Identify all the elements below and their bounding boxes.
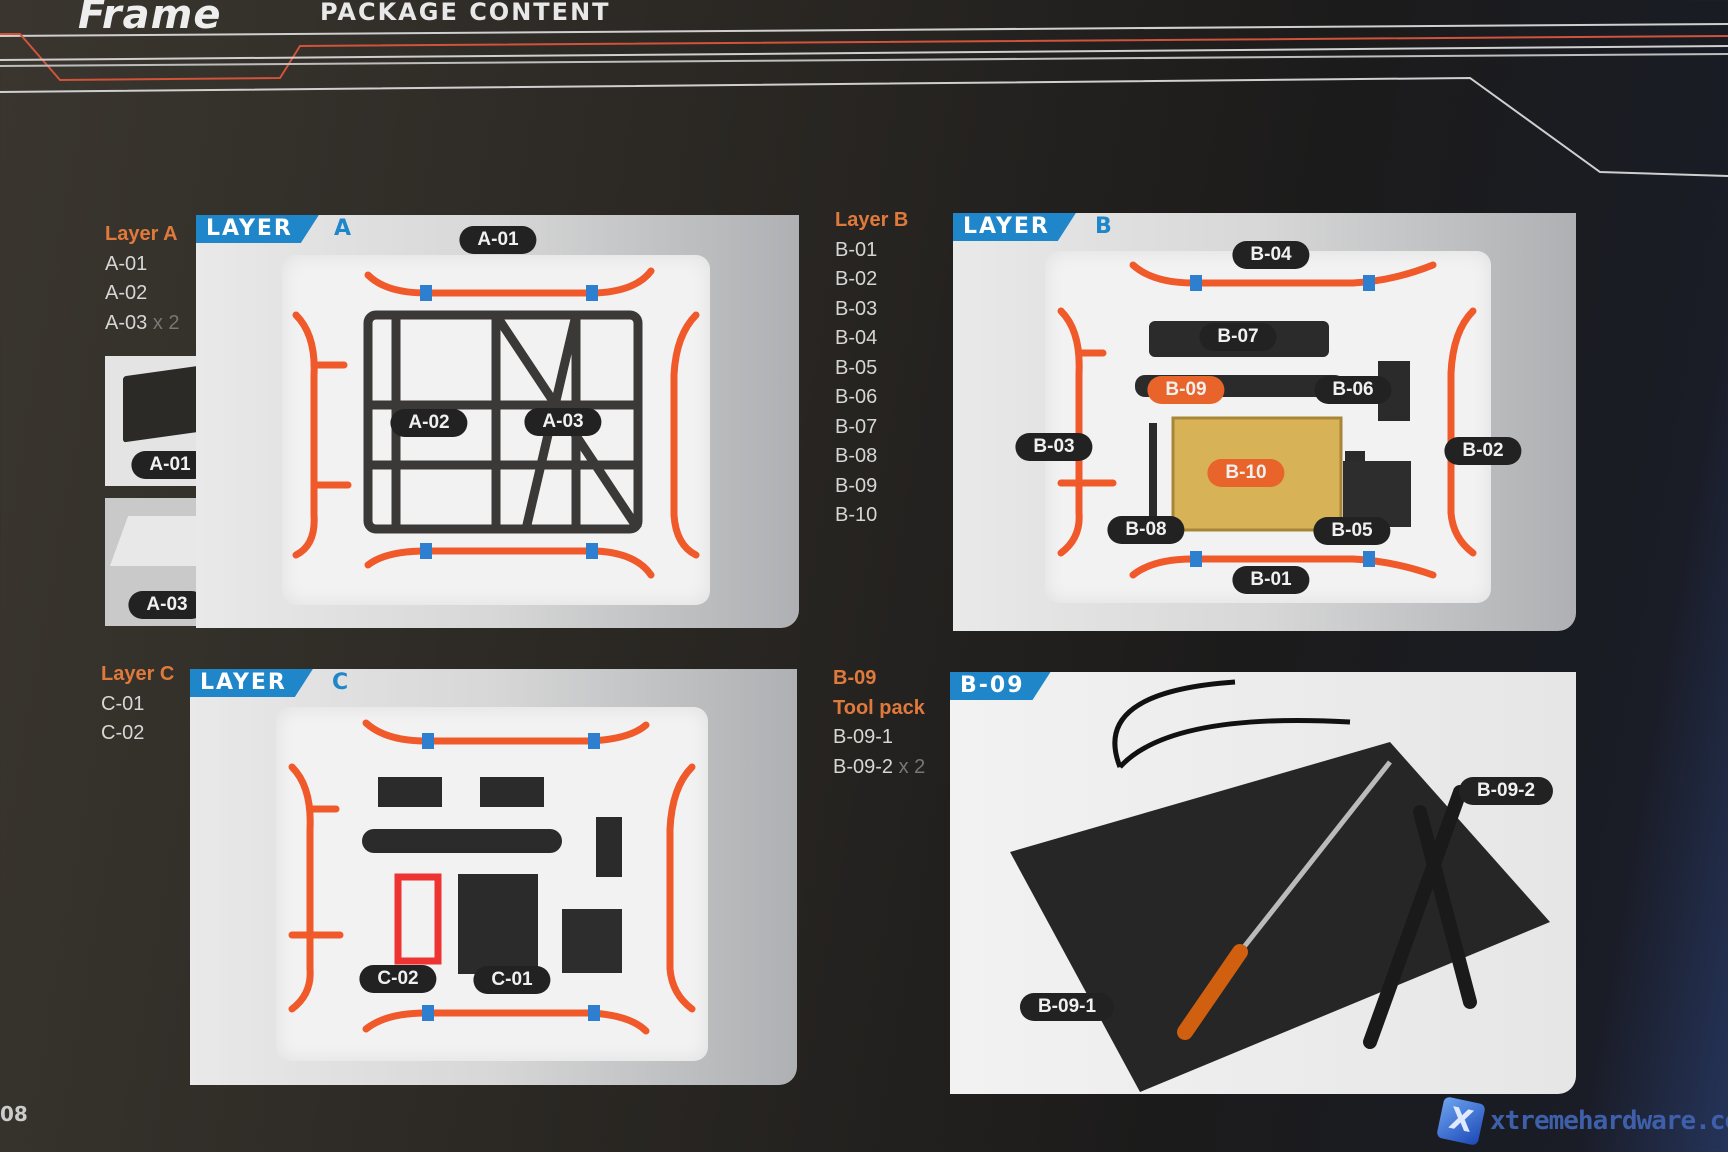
list-item: B-07 <box>835 415 878 438</box>
list-item: B-02 <box>835 268 878 290</box>
layer-a-tag-letter: A <box>334 216 352 241</box>
label-b09-1: B-09-1 <box>1019 993 1115 1021</box>
label-a01: A-01 <box>459 226 537 254</box>
list-item: B-09 <box>835 474 878 497</box>
label-a01-thumb: A-01 <box>131 451 209 479</box>
label-b05: B-05 <box>1313 517 1391 545</box>
tool-pack-list: B-09 Tool pack B-09-1 B-09-2 x 2 <box>833 664 925 782</box>
list-item: B-09-2 x 2 <box>833 753 925 783</box>
list-item: B-01 <box>835 238 878 261</box>
brand-logo: Frame <box>78 0 222 38</box>
layer-c-heading: Layer C <box>101 663 175 685</box>
label-a02: A-02 <box>390 409 468 437</box>
list-item: A-03 x 2 <box>105 309 180 339</box>
watermark-logo-icon: X <box>1436 1096 1486 1146</box>
label-b09-2: B-09-2 <box>1458 777 1554 805</box>
list-item: A-01 <box>105 252 148 275</box>
layer-b-parts <box>1057 261 1477 579</box>
layer-b-tag-letter: B <box>1095 214 1112 239</box>
label-b06: B-06 <box>1314 376 1392 404</box>
label-b10: B-10 <box>1207 459 1285 487</box>
item-code: A-03 <box>105 311 148 334</box>
list-item: C-02 <box>101 722 145 744</box>
layer-a-parts <box>292 267 700 579</box>
tool-pack-subheading: Tool pack <box>833 696 925 719</box>
item-qty: x 2 <box>898 755 926 778</box>
list-item: B-09-1 <box>833 726 894 748</box>
list-item: B-05 <box>835 356 878 379</box>
layer-c-list: Layer C C-01 C-02 <box>101 660 174 749</box>
layer-b-heading: Layer B <box>835 209 909 231</box>
layer-b-list: Layer B B-01 B-02 B-03 B-04 B-05 B-06 B-… <box>835 206 908 531</box>
watermark-text: xtremehardware.com <box>1490 1106 1728 1136</box>
tool-pack-heading: B-09 <box>833 667 877 689</box>
layer-c-parts <box>288 719 696 1035</box>
list-item: B-06 <box>835 386 878 408</box>
list-item: B-04 <box>835 327 878 349</box>
list-item: B-08 <box>835 445 878 467</box>
page-number: 08 <box>0 1102 28 1126</box>
label-b08: B-08 <box>1107 516 1185 544</box>
page-title: PACKAGE CONTENT <box>320 0 611 26</box>
label-b09: B-09 <box>1147 376 1225 404</box>
list-item: A-02 <box>105 282 148 304</box>
layer-b-panel: LAYER B B-04 B-07 B-09 B-06 B-03 B-10 B-… <box>953 213 1576 631</box>
tool-pack-panel: B-09 B-09-2 B-09-1 <box>950 672 1576 1094</box>
label-a03: A-03 <box>524 408 602 436</box>
list-item: C-01 <box>101 692 145 715</box>
layer-c-tag-letter: C <box>332 670 349 695</box>
watermark: X xtremehardware.com <box>1436 1096 1728 1146</box>
layer-c-tag: LAYER <box>190 669 313 697</box>
label-b04: B-04 <box>1232 241 1310 269</box>
tool-pack-tag: B-09 <box>950 672 1051 700</box>
layer-a-tag: LAYER <box>196 215 319 243</box>
label-b07: B-07 <box>1199 323 1277 351</box>
item-qty: x 2 <box>152 311 180 334</box>
layer-c-panel: LAYER C C-02 C-01 <box>190 669 797 1085</box>
label-a03-thumb: A-03 <box>128 591 206 619</box>
label-b02: B-02 <box>1444 437 1522 465</box>
layer-a-panel: LAYER A A-01 A-02 A-03 <box>196 215 799 628</box>
layer-a-list: Layer A A-01 A-02 A-03 x 2 <box>105 220 180 338</box>
label-c01: C-01 <box>473 966 551 994</box>
layer-b-tag: LAYER <box>953 213 1076 241</box>
label-c02: C-02 <box>359 965 437 993</box>
label-b01: B-01 <box>1232 566 1310 594</box>
tool-pack-parts <box>1010 679 1550 1092</box>
item-code: B-09-2 <box>833 755 894 778</box>
list-item: B-10 <box>835 504 878 526</box>
label-b03: B-03 <box>1015 433 1093 461</box>
list-item: B-03 <box>835 297 878 320</box>
header-decoration-lines <box>0 23 1728 177</box>
layer-a-heading: Layer A <box>105 223 178 245</box>
